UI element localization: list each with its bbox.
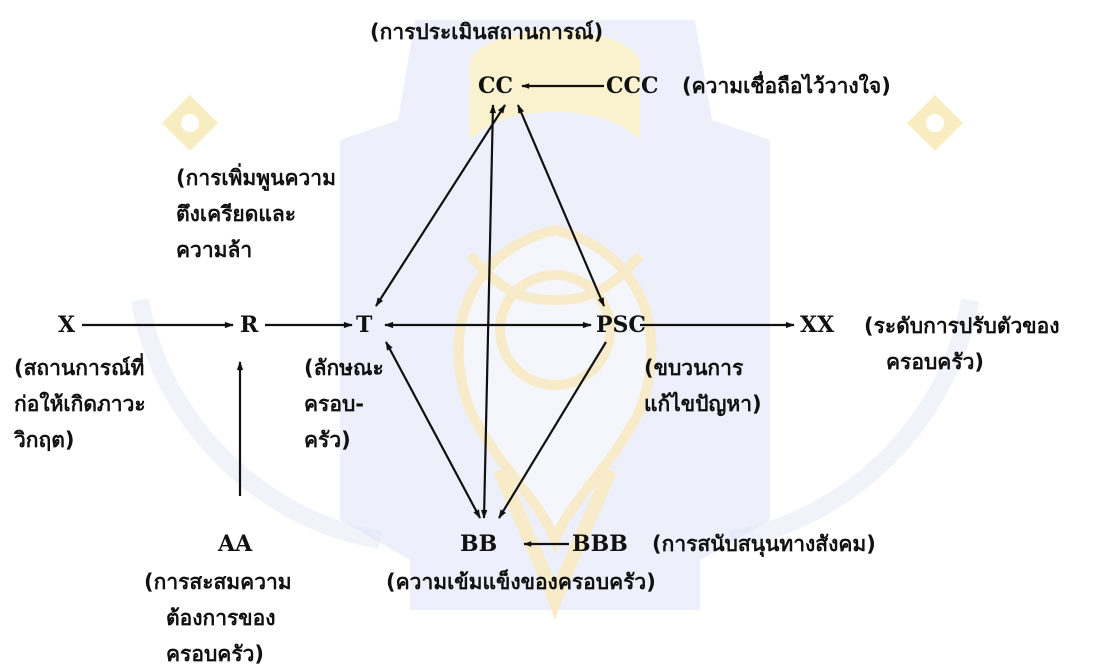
node-t: T [356,312,373,338]
caption-line: (ลักษณะ [304,356,384,380]
caption-t: (ลักษณะ ครอบ- ครัว) [304,350,384,458]
node-bb: BB [460,531,498,557]
caption-r: (การเพิ่มพูนความ ตึงเครียดและ ความล้า [176,160,336,268]
node-x: X [58,312,76,338]
caption-line: (สถานการณ์ที่ [14,356,145,380]
caption-line: (การสะสมความ [144,570,292,594]
caption-line: (ขบวนการ [644,356,744,380]
edge-t-bb [385,341,481,519]
node-ccc: CCC [606,73,659,99]
caption-line: (ความเชื่อถือไว้วางใจ) [682,74,891,98]
edge-cc-t [375,104,506,307]
caption-line: ครัว) [304,428,351,452]
caption-line: ครอบครัว) [166,642,264,666]
caption-line: (การสนับสนุนทางสังคม) [652,532,876,556]
caption-x: (สถานการณ์ที่ ก่อให้เกิดภาวะ วิกฤต) [14,350,146,458]
caption-line: วิกฤต) [14,428,75,452]
caption-bb: (ความเข้มแข็งของครอบครัว) [386,564,656,600]
caption-line: (ความเข้มแข็งของครอบครัว) [386,570,656,594]
edge-cc-psc [516,104,606,307]
caption-aa: (การสะสมความ ต้องการของ ครอบครัว) [144,564,292,670]
node-psc: PSC [596,312,646,338]
caption-psc: (ขบวนการ แก้ไขปัญหา) [644,350,762,422]
caption-ccc: (ความเชื่อถือไว้วางใจ) [682,68,891,104]
caption-line: ครอบ- [304,392,364,416]
edge-psc-bb [498,341,607,519]
caption-line: แก้ไขปัญหา) [644,392,762,416]
caption-line: ก่อให้เกิดภาวะ [14,392,146,416]
caption-line: ครอบครัว) [886,350,984,374]
edge-cc-bb [481,104,496,519]
node-cc: CC [478,73,514,99]
caption-line: (การประเมินสถานการณ์) [370,20,604,44]
caption-line: ต้องการของ [166,606,276,630]
caption-line: (การเพิ่มพูนความ [176,166,336,190]
caption-line: ตึงเครียดและ [176,202,297,226]
node-bbb: BBB [572,531,628,557]
flower-ornament-icon [162,95,963,151]
caption-cc: (การประเมินสถานการณ์) [370,14,603,50]
caption-bbb: (การสนับสนุนทางสังคม) [652,526,876,562]
caption-line: ความล้า [176,238,253,262]
caption-xx: (ระดับการปรับตัวของ ครอบครัว) [864,308,1060,380]
caption-line: (ระดับการปรับตัวของ [864,314,1060,338]
node-aa: AA [218,531,253,557]
node-r: R [240,312,259,338]
node-xx: XX [800,312,835,338]
faint-seal-text [131,298,979,549]
